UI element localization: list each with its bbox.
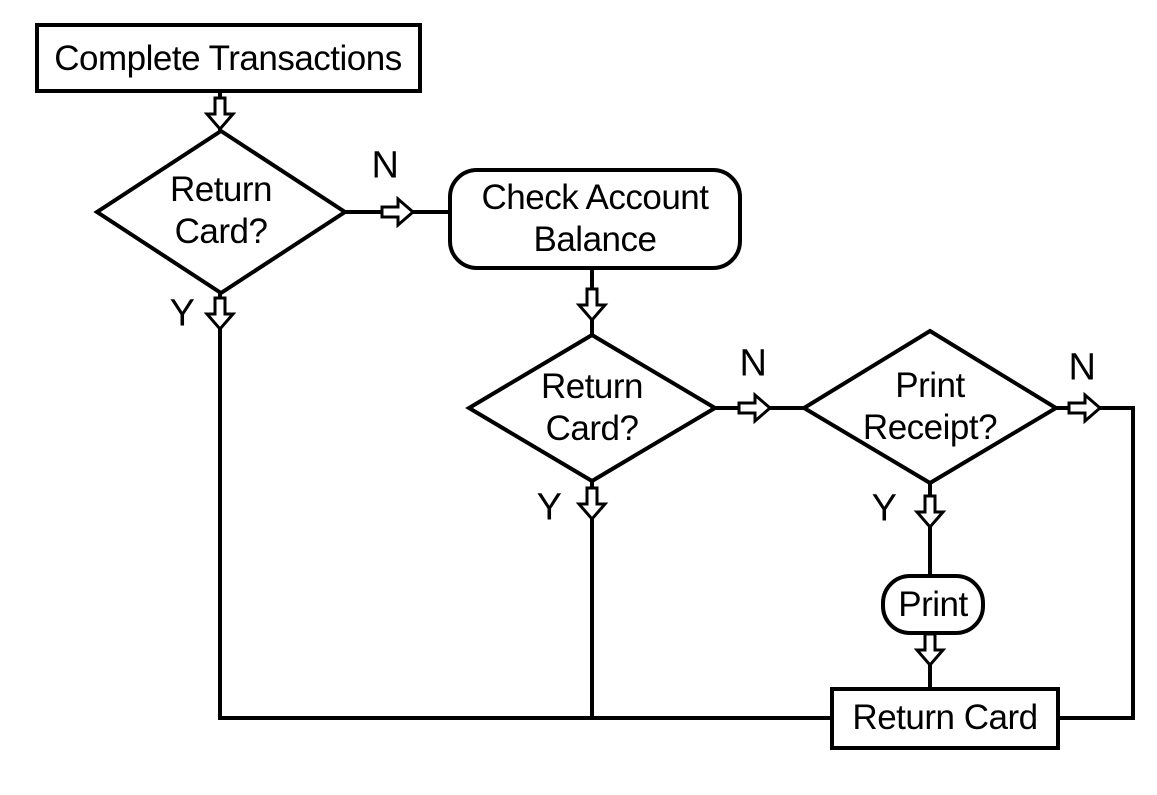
return-card-final-box [830,687,1060,750]
print-receipt-no-label: N [1068,346,1096,389]
return-card-decision-2 [465,332,719,484]
arrow-down-icon [913,632,947,668]
print-label: Print [898,585,968,624]
return-card-2-yes-label: Y [536,486,562,529]
arrow-down-icon [575,287,609,323]
arrow-right-icon [737,391,773,425]
return-card-1-label: Return Card? [169,170,273,251]
check-account-balance-label: Check Account Balance [481,178,709,259]
check-account-balance-box [448,168,742,270]
arrow-right-icon [1067,391,1103,425]
print-receipt-decision [800,328,1060,486]
arrow-down-icon [203,296,237,332]
complete-transactions-label: Complete Transactions [54,39,402,78]
edge-returncard1-yes-to-returncardfinal [218,293,832,720]
return-card-2-label: Return Card? [540,367,644,448]
arrow-down-icon [575,486,609,522]
return-card-1-no-label: N [371,144,399,187]
return-card-1-yes-label: Y [169,292,195,335]
arrow-right-icon [380,195,416,229]
arrow-down-icon [913,494,947,530]
complete-transactions-box [35,23,422,93]
arrow-down-icon [203,96,237,132]
return-card-final-label: Return Card [852,698,1038,737]
return-card-2-no-label: N [739,342,767,385]
print-receipt-label: Print Receipt? [862,366,998,447]
return-card-decision-1 [93,128,349,296]
print-receipt-yes-label: Y [871,487,897,530]
edge-printreceipt-no-to-returncardfinal [1056,406,1135,720]
